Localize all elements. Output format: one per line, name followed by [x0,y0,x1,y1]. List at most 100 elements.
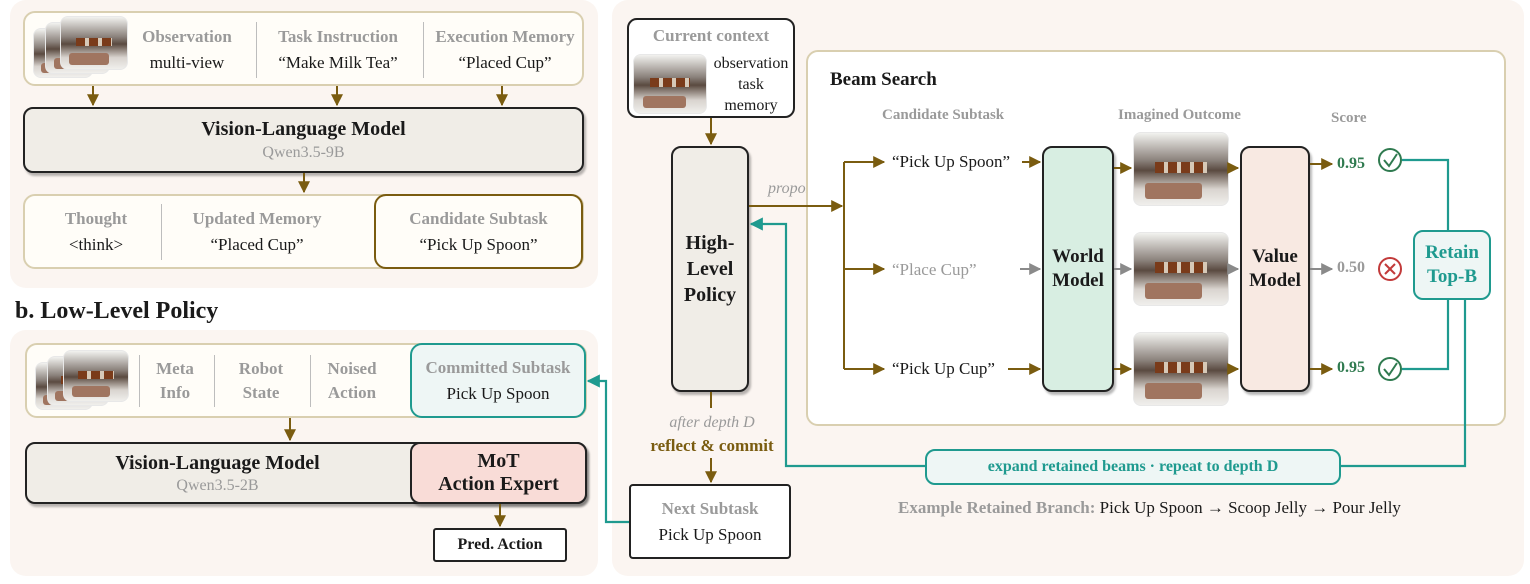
context-image [633,54,707,114]
next-subtask-value: Pick Up Spoon [658,524,762,544]
world-model-line-2: Model [1052,270,1104,291]
candidate-2: “Place Cup” [892,260,977,279]
expand-beams-label: expand retained beams · repeat to depth … [987,458,1279,475]
outcome-image-3 [1133,332,1229,406]
observation-label: Observation [142,27,232,46]
line-s1-to-retain [1402,158,1450,230]
candidate-1: “Pick Up Spoon” [892,152,1011,171]
separator [161,204,162,260]
vlm-9b-box: Vision-Language Model Qwen3.5-9B [23,107,584,173]
panel-b-title: b. Low-Level Policy [15,298,219,324]
noise-label-2: Action [327,383,377,402]
updated-memory-label: Updated Memory [192,209,322,228]
example-branch-value: Pick Up Spoon → Scoop Jelly → Pour Jelly [1099,498,1401,517]
policy-line-3: Policy [683,284,737,306]
world-model-box: World Model [1042,146,1114,392]
observation-field: Observation multi-view [128,22,246,78]
robot-state-field: Robot State [218,355,304,407]
arrow-expand-to-policy [749,217,925,468]
vlm-2b-title: Vision-Language Model [115,451,320,474]
retain-line-2: Top-B [1427,266,1477,287]
arrow-next-to-committed [586,374,629,524]
score-2: 0.50 [1337,259,1365,276]
beam-search-title: Beam Search [830,69,937,90]
policy-line-2: Level [686,258,734,280]
task-value: “Make Milk Tea” [278,53,398,72]
imagined-outcome-header: Imagined Outcome [1118,107,1241,123]
observation-image-front [60,16,128,70]
retain-line-1: Retain [1425,242,1479,263]
vlm-9b-subtitle: Qwen3.5-9B [262,144,345,161]
next-subtask-box: Next Subtask Pick Up Spoon [629,484,791,559]
thought-label: Thought [64,209,128,228]
noised-action-field: Noised Action [314,355,390,407]
separator [214,355,215,407]
score-3: 0.95 [1337,359,1365,376]
meta-info-field: Meta Info [142,355,208,407]
expand-beams-box: expand retained beams · repeat to depth … [925,449,1341,485]
separator [139,355,140,407]
policy-line-1: High- [685,232,735,254]
vlm-9b-title: Vision-Language Model [201,118,406,140]
thought-value: <think> [68,235,124,254]
current-context-box: Current context observation task memory [627,18,795,118]
separator [310,355,311,407]
score-header: Score [1331,110,1367,126]
candidate-3: “Pick Up Cup” [892,359,995,378]
outcome-image-1 [1133,132,1229,206]
candidate-subtask-label: Candidate Subtask [409,208,548,228]
next-subtask-label: Next Subtask [661,498,759,518]
context-item-memory: memory [724,97,778,114]
separator [256,22,257,78]
memory-field: Execution Memory “Placed Cup” [426,22,584,78]
after-depth-label: after depth D [669,414,755,431]
reflect-commit-label: reflect & commit [650,436,774,455]
candidate-subtask-header: Candidate Subtask [882,107,1005,123]
value-model-line-1: Value [1252,246,1298,267]
updated-memory-field: Updated Memory “Placed Cup” [172,204,342,260]
pred-action-label: Pred. Action [457,536,543,553]
meta-label-2: Info [159,383,191,402]
committed-subtask-value: Pick Up Spoon [446,383,550,403]
memory-value: “Placed Cup” [458,53,552,72]
example-branch-label: Example Retained Branch: [898,498,1096,517]
updated-memory-value: “Placed Cup” [210,235,304,254]
current-context-title: Current context [652,26,770,45]
candidate-subtask-value: “Pick Up Spoon” [419,234,538,254]
noise-label-1: Noised [327,359,377,378]
value-model-box: Value Model [1240,146,1310,392]
observation-value: multi-view [149,53,225,72]
separator [423,22,424,78]
check-icon [1378,357,1402,381]
check-icon [1378,148,1402,172]
mot-label: MoT [477,450,520,472]
score-1: 0.95 [1337,155,1365,172]
robot-label-1: Robot [238,359,284,378]
world-model-line-1: World [1052,246,1104,267]
value-model-line-2: Model [1249,270,1301,291]
thought-field: Thought <think> [38,204,154,260]
vlm-2b-text: Vision-Language Model Qwen3.5-2B [25,442,410,504]
high-level-policy-box: High- Level Policy [671,146,749,392]
meta-label-1: Meta [156,359,194,378]
cross-icon [1378,257,1402,281]
line-s3-to-retain [1402,300,1450,371]
robot-label-2: State [242,383,280,402]
action-expert-label: Action Expert [438,473,559,495]
committed-subtask-box: Committed Subtask Pick Up Spoon [410,343,586,418]
committed-subtask-label: Committed Subtask [425,357,571,377]
lowlevel-image-front [63,350,129,402]
task-field: Task Instruction “Make Milk Tea” [262,22,414,78]
candidate-subtask-box: Candidate Subtask “Pick Up Spoon” [374,194,583,269]
mot-action-expert-box: MoT Action Expert [410,442,587,504]
outcome-image-2 [1133,232,1229,306]
memory-label: Execution Memory [435,27,575,46]
task-label: Task Instruction [278,27,398,46]
example-branch: Example Retained Branch: Pick Up Spoon →… [898,498,1401,518]
line-retain-to-expand [1341,300,1467,468]
vlm-2b-subtitle: Qwen3.5-2B [176,476,259,494]
context-item-task: task [738,76,764,93]
retain-top-b-box: Retain Top-B [1413,230,1491,300]
pred-action-box: Pred. Action [433,528,567,562]
